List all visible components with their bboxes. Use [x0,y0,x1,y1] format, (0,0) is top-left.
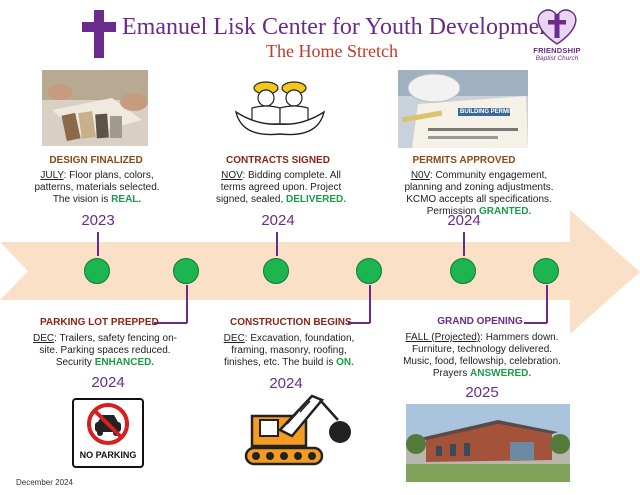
milestone-year: 2024 [91,374,125,391]
connector-line [463,232,465,256]
excavator-icon [240,386,356,470]
building-rendering-photo [406,404,570,482]
milestone-heading: CONSTRUCTION BEGINS [230,317,352,328]
connector-line [369,285,371,323]
milestone-dot [533,258,559,284]
milestone-dot [173,258,199,284]
milestone-description: NOV: Bidding complete. All terms agreed … [215,170,347,205]
connector-line [276,232,278,256]
no-parking-icon [87,403,129,445]
milestone-heading: PARKING LOT PREPPED [40,317,159,328]
milestone-dot [356,258,382,284]
milestone-heading: GRAND OPENING [437,316,523,327]
permit-label: BUILDING PERMIT [460,109,514,115]
milestone-highlight: REAL. [111,194,142,205]
heart-cross-icon [537,9,577,45]
no-parking-sign: NO PARKING [72,398,144,468]
connector-line [348,322,370,324]
milestone-highlight: DELIVERED. [286,194,347,205]
milestone-highlight: ON. [336,357,354,368]
connector-line [186,285,188,323]
milestone-year: 2024 [269,375,303,392]
milestone-highlight: ENHANCED. [94,357,155,368]
logo-text: FRIENDSHIP [533,46,581,55]
engineers-illustration [232,68,328,144]
connector-line [546,285,548,323]
connector-line [154,322,187,324]
milestone-heading: PERMITS APPROVED [412,155,516,166]
page-title: Emanuel Lisk Center for Youth Developmen… [122,14,558,40]
milestone-year: 2024 [447,212,481,229]
milestone-heading: DESIGN FINALIZED [49,155,143,166]
milestone-dot [450,258,476,284]
timeline-arrow [0,210,640,334]
building-permit-photo: BUILDING PERMIT [398,70,528,148]
milestone-heading: CONTRACTS SIGNED [226,155,330,166]
milestone-dot [263,258,289,284]
milestone-description: JULY: Floor plans, colors, patterns, mat… [34,170,160,205]
milestone-year: 2025 [465,384,499,401]
milestone-description: DEC: Excavation, foundation, framing, ma… [223,333,355,368]
footer-date: December 2024 [16,478,73,487]
milestone-year: 2023 [81,212,115,229]
church-logo: FRIENDSHIP Baptist Church [532,6,582,70]
milestone-description: DEC: Trailers, safety fencing on-site. P… [33,333,177,368]
milestone-dot [84,258,110,284]
no-parking-label: NO PARKING [79,450,137,460]
page-subtitle: The Home Stretch [266,41,398,61]
design-photo [42,70,148,146]
milestone-highlight: GRANTED. [479,206,532,217]
milestone-year: 2024 [261,212,295,229]
milestone-highlight: ANSWERED. [470,368,532,379]
connector-line [524,322,547,324]
logo-subtext: Baptist Church [535,55,579,62]
connector-line [97,232,99,256]
milestone-description: FALL (Projected): Hammers down. Furnitur… [403,332,561,379]
cross-icon [82,10,116,58]
milestone-description: N0V: Community engagement, planning and … [404,170,554,217]
